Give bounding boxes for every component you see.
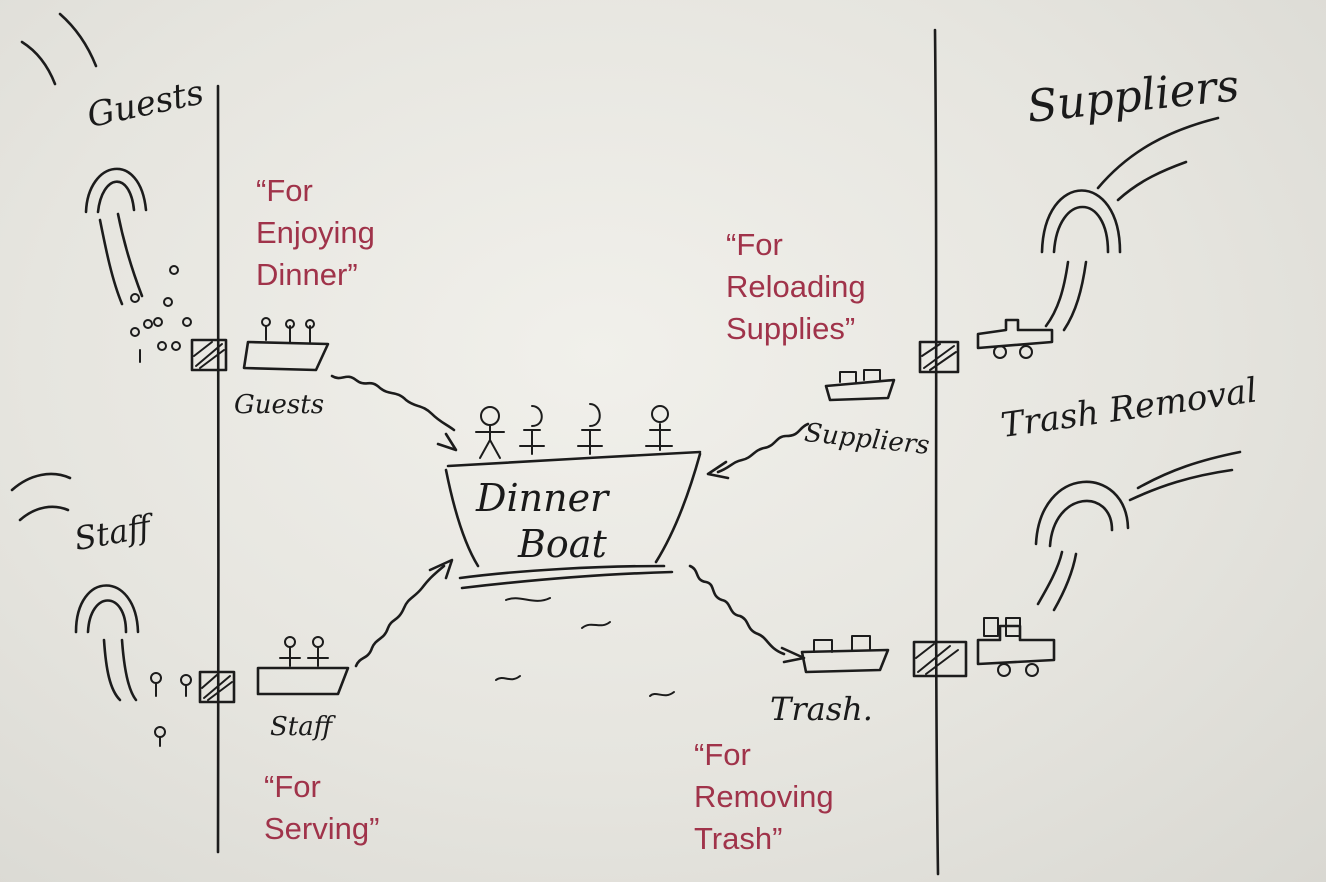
dinner-boat-icon (444, 403, 702, 697)
trash-removal-arch-icon (1034, 480, 1130, 612)
guests-port-label: Guests (234, 390, 325, 420)
arrow-suppliers-to-boat (706, 422, 810, 480)
left-boundary-line (216, 84, 220, 854)
motion-stroke (1096, 116, 1220, 190)
trash-port-label: Trash. (770, 690, 873, 728)
suppliers-truck-icon (976, 318, 1054, 359)
guests-boat-icon (242, 317, 330, 372)
motion-stroke (1136, 450, 1242, 490)
trash-truck-icon (976, 617, 1056, 677)
trash-boat-icon (800, 635, 890, 674)
system-label-line1: Dinner (476, 476, 609, 520)
motion-stroke (1128, 468, 1234, 502)
suppliers-port-icon (918, 340, 960, 374)
right-boundary-line (933, 28, 940, 876)
system-label-line2: Boat (518, 522, 607, 566)
staff-port-icon (198, 670, 236, 704)
caption-reloading-supplies: “For Reloading Supplies” (726, 227, 866, 346)
caption-removing-trash: “For Removing Trash” (694, 737, 834, 856)
guests-crowd-icon (130, 265, 192, 363)
staff-boat-icon (256, 636, 350, 696)
arrow-guests-to-boat (330, 374, 458, 452)
motion-stroke (10, 472, 72, 492)
arrow-boat-to-trash (688, 564, 806, 664)
motion-stroke (1116, 160, 1188, 202)
staff-arch-icon (74, 584, 140, 702)
motion-stroke (18, 505, 70, 522)
suppliers-boat-icon (824, 369, 896, 402)
guests-port-icon (190, 338, 228, 372)
motion-stroke (20, 40, 57, 86)
guests-arch-icon (84, 167, 148, 306)
caption-enjoying-dinner: “For Enjoying Dinner” (256, 173, 375, 292)
suppliers-arch-icon (1040, 189, 1122, 332)
caption-serving: “For Serving” (264, 769, 380, 846)
staff-crowd-icon (150, 672, 192, 747)
staff-port-label: Staff (270, 712, 333, 742)
trash-port-icon (912, 640, 968, 678)
arrow-staff-to-boat (354, 558, 454, 668)
motion-stroke (58, 12, 98, 68)
